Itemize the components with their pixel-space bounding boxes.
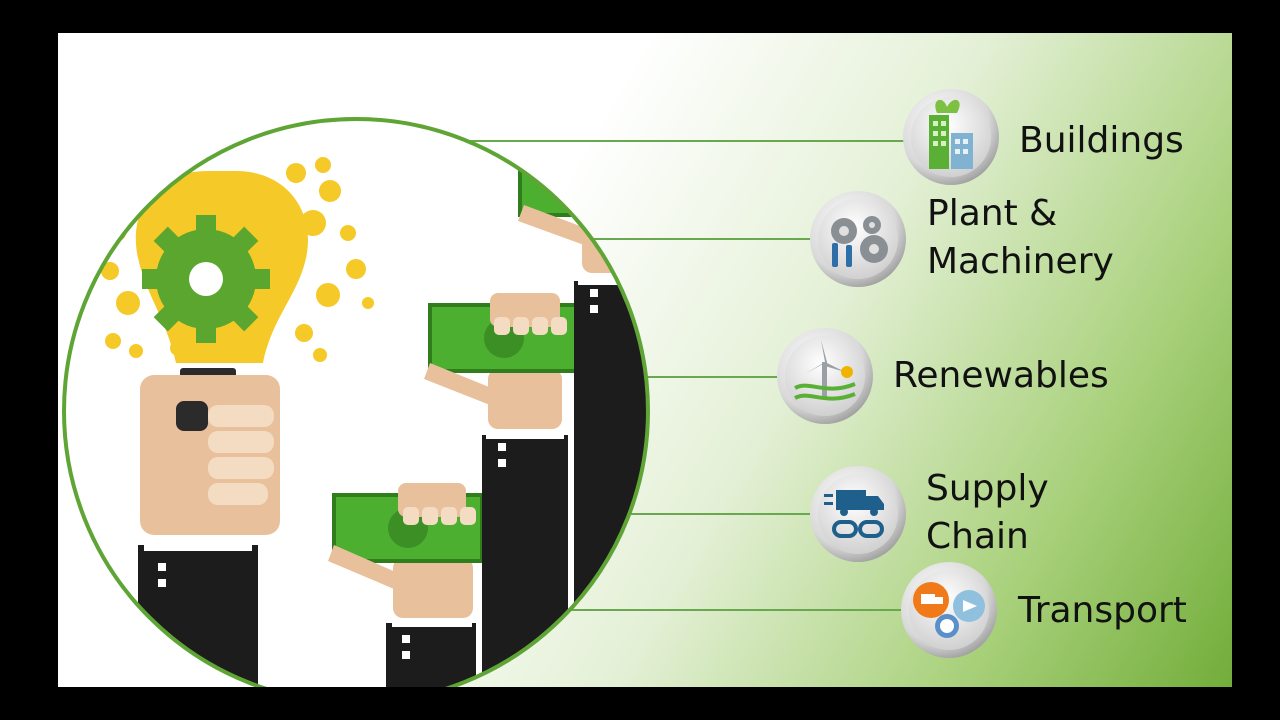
gears-icon: [831, 216, 888, 267]
label-transport: Transport: [1018, 590, 1187, 631]
label-supply: Supply Chain: [926, 468, 1049, 557]
icon-button-transport[interactable]: [901, 562, 997, 658]
label-plant: Plant & Machinery: [927, 193, 1114, 282]
circle-border: [62, 117, 650, 687]
icon-button-renewables[interactable]: [777, 328, 873, 424]
hand-money-1: [328, 483, 484, 687]
icon-button-plant[interactable]: [810, 191, 906, 287]
label-renewables: Renewables: [893, 355, 1109, 396]
investment-circle: [62, 117, 650, 687]
gear-icon: [142, 215, 270, 343]
buildings-icon: [929, 99, 973, 169]
icon-button-supply[interactable]: [810, 466, 906, 562]
wind-turbine-icon: [794, 340, 856, 401]
label-buildings: Buildings: [1019, 120, 1184, 161]
slide: Buildings Plant & Machinery Renewables S…: [58, 33, 1232, 687]
transport-icon: [913, 582, 985, 638]
illustration: [62, 89, 999, 687]
truck-chain-icon: [824, 490, 884, 538]
icon-button-buildings[interactable]: [903, 89, 999, 185]
